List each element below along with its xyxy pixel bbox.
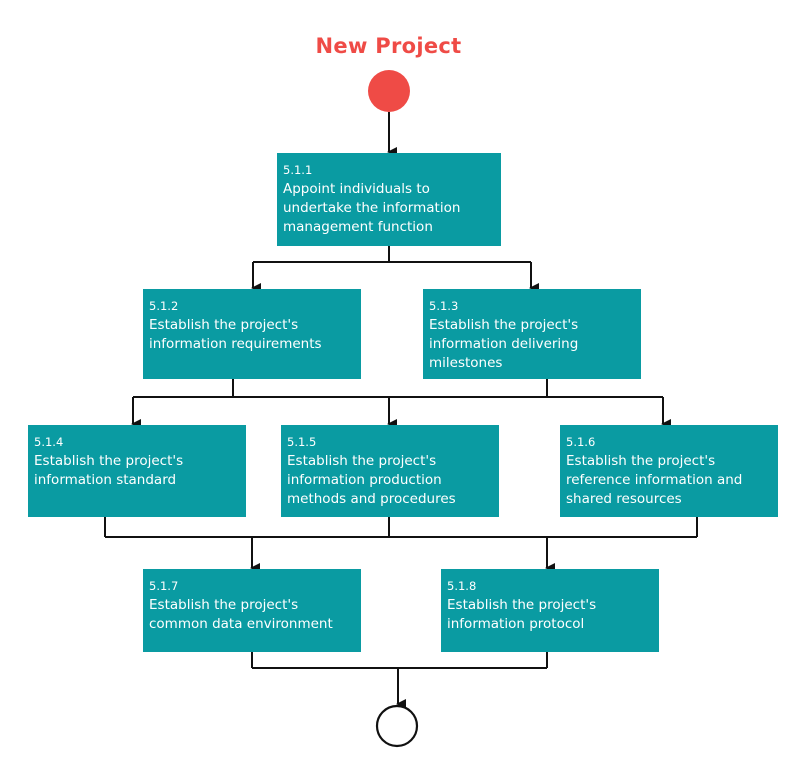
step-box-5-1-6: 5.1.6 Establish the project's reference … [560,425,778,517]
step-label: Establish the project's common data envi… [149,597,333,632]
step-label: Appoint individuals to undertake the inf… [283,181,461,235]
step-box-5-1-2: 5.1.2 Establish the project's informatio… [143,289,361,379]
step-box-5-1-8: 5.1.8 Establish the project's informatio… [441,569,659,652]
step-box-5-1-4: 5.1.4 Establish the project's informatio… [28,425,246,517]
step-number: 5.1.8 [447,579,477,593]
step-label: Establish the project's information stan… [34,453,184,488]
step-number: 5.1.3 [429,299,459,313]
end-node [375,704,419,748]
step-label: Establish the project's information deli… [429,317,579,371]
step-box-5-1-3: 5.1.3 Establish the project's informatio… [423,289,641,379]
step-number: 5.1.4 [34,435,64,449]
step-label: Establish the project's information requ… [149,317,322,352]
step-label: Establish the project's information prot… [447,597,597,632]
diagram-title: New Project [315,34,462,58]
step-number: 5.1.2 [149,299,179,313]
step-label: Establish the project's reference inform… [566,453,743,507]
step-label: Establish the project's information prod… [287,453,456,507]
step-number: 5.1.6 [566,435,596,449]
start-node [368,70,410,112]
step-number: 5.1.1 [283,163,313,177]
step-number: 5.1.5 [287,435,317,449]
step-box-5-1-5: 5.1.5 Establish the project's informatio… [281,425,499,517]
step-box-5-1-7: 5.1.7 Establish the project's common dat… [143,569,361,652]
step-box-5-1-1: 5.1.1 Appoint individuals to undertake t… [277,153,501,246]
step-number: 5.1.7 [149,579,179,593]
